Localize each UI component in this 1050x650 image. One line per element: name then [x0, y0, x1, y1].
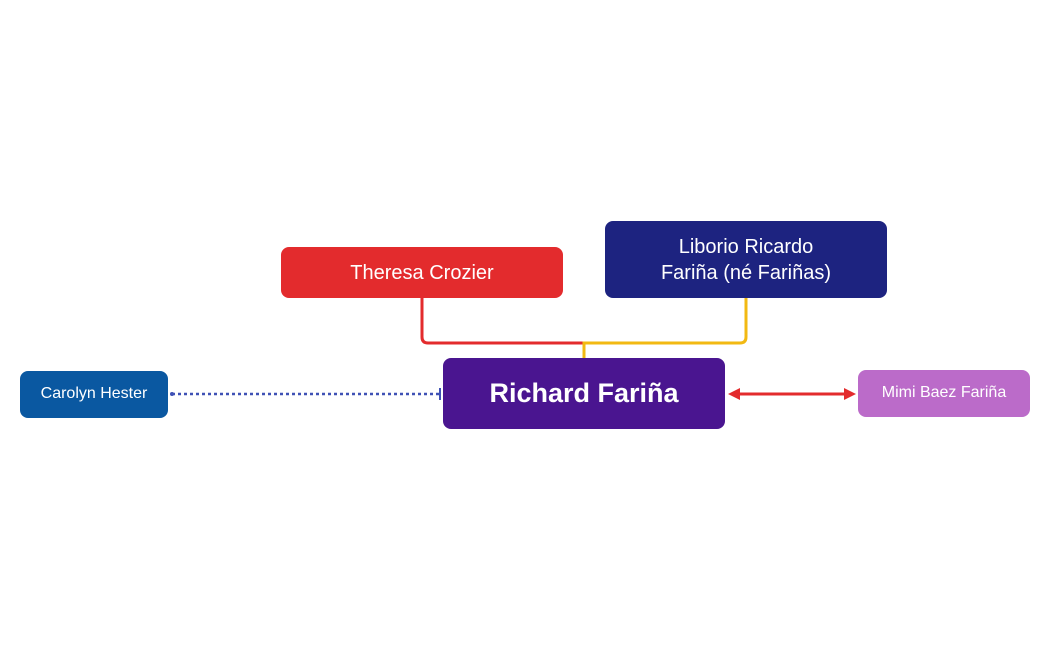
connector-right-arrow-right	[844, 388, 856, 400]
node-label: Richard Fariña	[489, 377, 679, 408]
node-label: Carolyn Hester	[40, 385, 148, 403]
connector-mother	[420, 298, 584, 345]
node-label: Mimi Baez Fariña	[881, 384, 1007, 402]
connector-left-startdot	[170, 392, 174, 396]
node-label: Liborio Ricardo Fariña (né Fariñas)	[660, 235, 832, 284]
node-label: Theresa Crozier	[350, 261, 494, 284]
node-richard-farina[interactable]: Richard Fariña	[443, 358, 725, 429]
connector-right-arrow-left	[728, 388, 740, 400]
node-theresa-crozier[interactable]: Theresa Crozier	[281, 247, 563, 298]
connector-father	[582, 298, 748, 358]
node-liborio-ricardo-farina[interactable]: Liborio Ricardo Fariña (né Fariñas)	[605, 221, 887, 298]
node-mimi-baez-farina[interactable]: Mimi Baez Fariña	[858, 370, 1030, 417]
node-carolyn-hester[interactable]: Carolyn Hester	[20, 371, 168, 418]
